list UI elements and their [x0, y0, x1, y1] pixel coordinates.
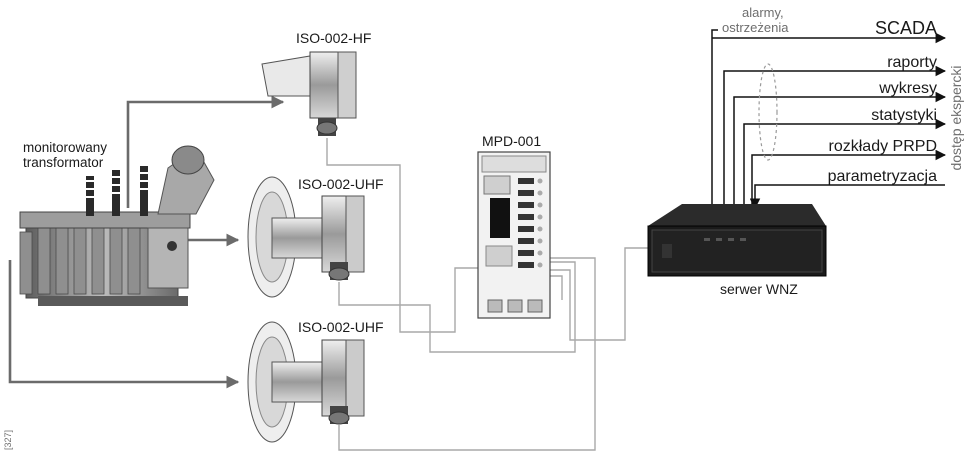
server-image: [647, 204, 827, 277]
sensor-hf-label: ISO-002-HF: [296, 30, 371, 46]
sensor-uhf-1-image: [247, 176, 365, 298]
mpd-module-image: [477, 151, 551, 319]
expert-access-bracket: [758, 63, 778, 161]
expert-access-label: dostęp ekspercki: [948, 65, 964, 170]
output-label-raporty: raporty: [887, 54, 937, 71]
output-label-statystyki: statystyki: [871, 107, 937, 124]
sensor-hf-image: [261, 51, 357, 136]
signal-wires: [326, 138, 650, 451]
server-label: serwer WNZ: [720, 281, 798, 297]
output-arrows: [711, 29, 947, 210]
output-label-wykresy: wykresy: [878, 80, 937, 97]
transformer-label-2: transformator: [23, 155, 104, 170]
alarms-label-2: ostrzeżenia: [722, 20, 789, 35]
output-label-prpd: rozkłady PRPD: [829, 138, 937, 155]
transformer-feed-arrows: [8, 95, 285, 389]
alarms-label: alarmy,: [742, 5, 784, 20]
hub-label: MPD-001: [482, 133, 541, 149]
transformer-image: [19, 145, 215, 306]
output-label-parametryzacja: parametryzacja: [828, 168, 937, 185]
sensor-uhf-2-image: [247, 321, 365, 443]
output-label-scada: SCADA: [875, 18, 937, 38]
sensor-uhf-1-label: ISO-002-UHF: [298, 176, 384, 192]
figure-number: [327]: [3, 430, 13, 450]
transformer-label: monitorowany: [23, 140, 107, 155]
sensor-uhf-2-label: ISO-002-UHF: [298, 319, 384, 335]
